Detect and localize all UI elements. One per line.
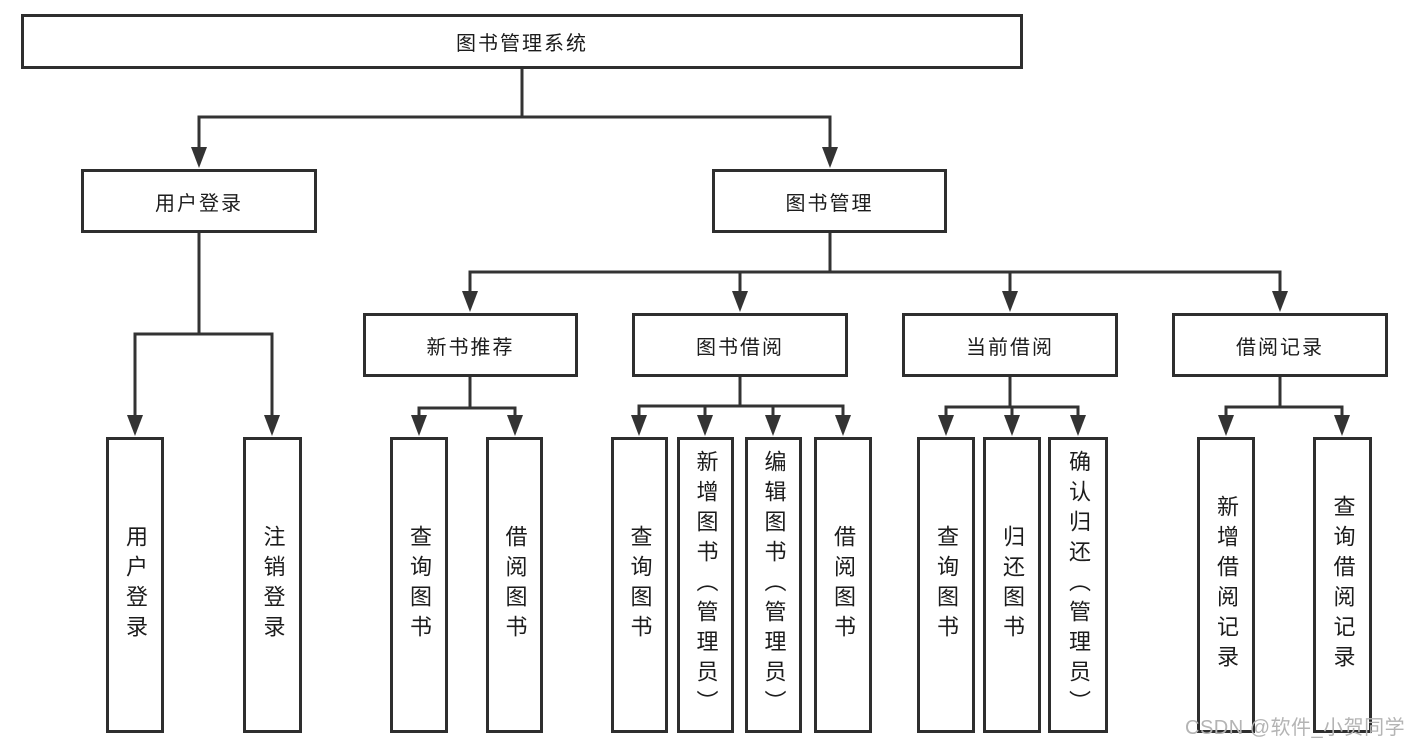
leaf-query-books-recommend-label: 查询图书 xyxy=(407,525,432,645)
node-root-label: 图书管理系统 xyxy=(456,33,588,55)
leaf-user-login-label: 用户登录 xyxy=(123,525,148,645)
node-user-login: 用户登录 xyxy=(81,169,317,233)
leaf-logout: 注销登录 xyxy=(243,437,302,733)
connector-lines xyxy=(133,67,1344,420)
arrowhead xyxy=(507,415,523,436)
node-user-login-label: 用户登录 xyxy=(155,192,243,215)
node-borrow-records-label: 借阅记录 xyxy=(1236,336,1324,359)
leaf-add-books-admin: 新增图书（管理员） xyxy=(677,437,734,733)
leaf-query-books-borrow: 查询图书 xyxy=(611,437,668,733)
node-book-management: 图书管理 xyxy=(712,169,947,233)
arrowhead xyxy=(264,415,280,436)
arrowhead xyxy=(1334,415,1350,436)
node-new-book-recommend-label: 新书推荐 xyxy=(426,336,515,359)
arrowhead xyxy=(1002,291,1018,312)
leaf-borrow-books-recommend: 借阅图书 xyxy=(486,437,543,733)
leaf-confirm-return-admin-label: 确认归还（管理员） xyxy=(1066,450,1091,720)
leaf-add-books-admin-label: 新增图书（管理员） xyxy=(693,450,719,720)
node-current-borrow: 当前借阅 xyxy=(902,313,1118,377)
arrowhead xyxy=(1272,291,1288,312)
leaf-borrow-books-label: 借阅图书 xyxy=(831,525,856,645)
node-root: 图书管理系统 xyxy=(21,14,1023,69)
connector-book-borrow xyxy=(637,375,845,420)
arrowhead xyxy=(1218,415,1234,436)
arrowhead xyxy=(1004,415,1020,436)
arrowheads xyxy=(127,147,1350,436)
arrowhead xyxy=(835,415,851,436)
arrowhead xyxy=(191,147,207,168)
leaf-query-books-current-label: 查询图书 xyxy=(934,525,959,645)
node-borrow-records: 借阅记录 xyxy=(1172,313,1388,377)
arrowhead xyxy=(1070,415,1086,436)
leaf-query-borrow-record-label: 查询借阅记录 xyxy=(1330,495,1356,675)
arrowhead xyxy=(822,147,838,168)
connector-current-borrow xyxy=(944,375,1080,420)
leaf-return-books-label: 归还图书 xyxy=(1000,525,1025,645)
leaf-borrow-books: 借阅图书 xyxy=(814,437,872,733)
connector-new-book xyxy=(417,375,517,420)
arrowhead xyxy=(765,415,781,436)
connector-root xyxy=(197,67,832,152)
leaf-query-borrow-record: 查询借阅记录 xyxy=(1313,437,1372,733)
leaf-query-books-recommend: 查询图书 xyxy=(390,437,448,733)
leaf-add-borrow-record-label: 新增借阅记录 xyxy=(1214,495,1239,675)
node-book-management-label: 图书管理 xyxy=(785,192,874,215)
arrowhead xyxy=(127,415,143,436)
node-new-book-recommend: 新书推荐 xyxy=(363,313,578,377)
leaf-logout-label: 注销登录 xyxy=(260,525,286,645)
leaf-return-books: 归还图书 xyxy=(983,437,1041,733)
arrowhead xyxy=(732,291,748,312)
leaf-borrow-books-recommend-label: 借阅图书 xyxy=(502,525,528,645)
leaf-user-login: 用户登录 xyxy=(106,437,164,733)
connector-borrow-records xyxy=(1224,375,1344,420)
leaf-confirm-return-admin: 确认归还（管理员） xyxy=(1048,437,1108,733)
leaf-query-books-borrow-label: 查询图书 xyxy=(627,525,653,645)
arrowhead xyxy=(462,291,478,312)
arrowhead xyxy=(631,415,647,436)
node-current-borrow-label: 当前借阅 xyxy=(966,336,1054,359)
arrowhead xyxy=(411,415,427,436)
leaf-query-books-current: 查询图书 xyxy=(917,437,975,733)
node-book-borrow: 图书借阅 xyxy=(632,313,848,377)
connector-book-management xyxy=(468,231,1282,295)
watermark: CSDN @软件_小贺同学 xyxy=(1185,717,1405,739)
connector-user-login xyxy=(133,231,274,420)
leaf-edit-books-admin-label: 编辑图书（管理员） xyxy=(761,450,787,720)
arrowhead xyxy=(938,415,954,436)
leaf-add-borrow-record: 新增借阅记录 xyxy=(1197,437,1255,733)
arrowhead xyxy=(697,415,713,436)
node-book-borrow-label: 图书借阅 xyxy=(696,336,784,359)
leaf-edit-books-admin: 编辑图书（管理员） xyxy=(745,437,802,733)
